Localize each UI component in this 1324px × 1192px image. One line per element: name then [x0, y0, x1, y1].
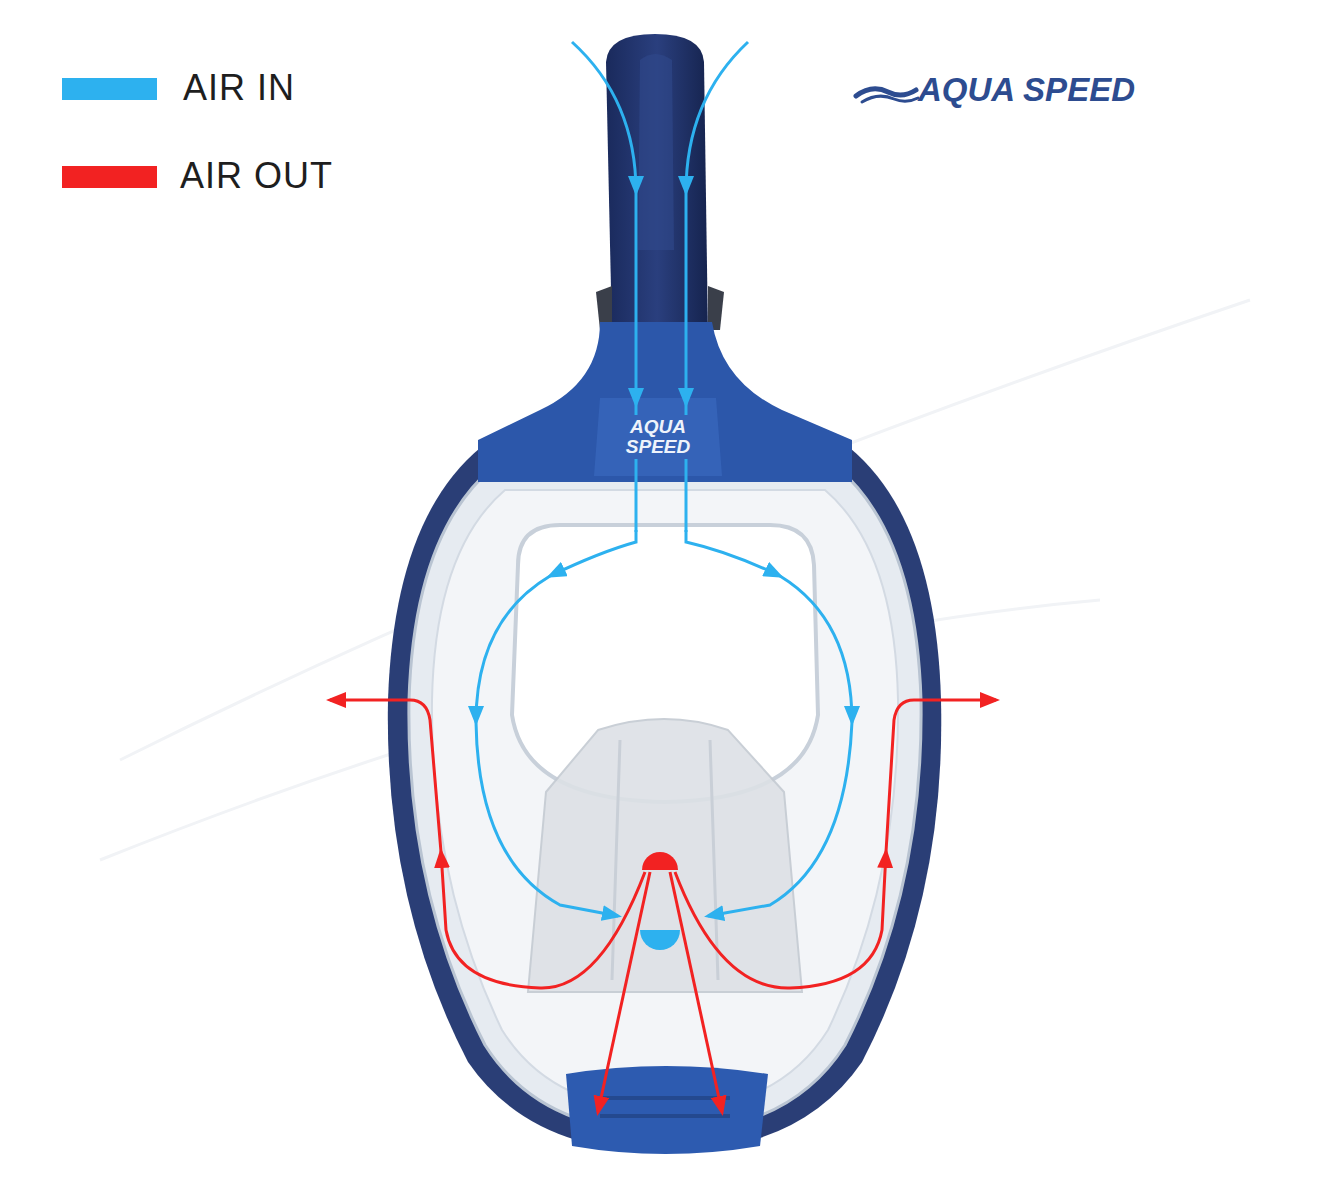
tube-highlight	[638, 54, 674, 250]
lens-inner	[432, 490, 898, 1110]
legend-swatch	[62, 166, 157, 188]
nose-cup	[528, 719, 802, 992]
air-out-flow	[330, 700, 996, 1112]
legend-text: AIR IN	[183, 66, 295, 110]
brand-logo: AQUA SPEED	[918, 70, 1135, 110]
logo-badge	[594, 398, 722, 476]
logo-wave	[856, 89, 916, 96]
logo-wave	[862, 96, 918, 102]
valve-grille	[600, 1098, 730, 1116]
snorkel-tube	[606, 34, 708, 335]
purge-valve	[566, 1066, 768, 1154]
nose-cup-rib	[612, 740, 718, 980]
clear-lens	[409, 468, 921, 1132]
legend-swatch	[62, 78, 157, 100]
legend-text: AIR OUT	[180, 154, 333, 198]
outlet-valve	[642, 852, 678, 870]
air-in-flow	[476, 42, 852, 916]
mask-logo-text: AQUA SPEED	[620, 415, 696, 459]
mask-top-cover	[478, 322, 852, 482]
mask-frame	[388, 448, 941, 1152]
inlet-valve	[640, 930, 680, 950]
